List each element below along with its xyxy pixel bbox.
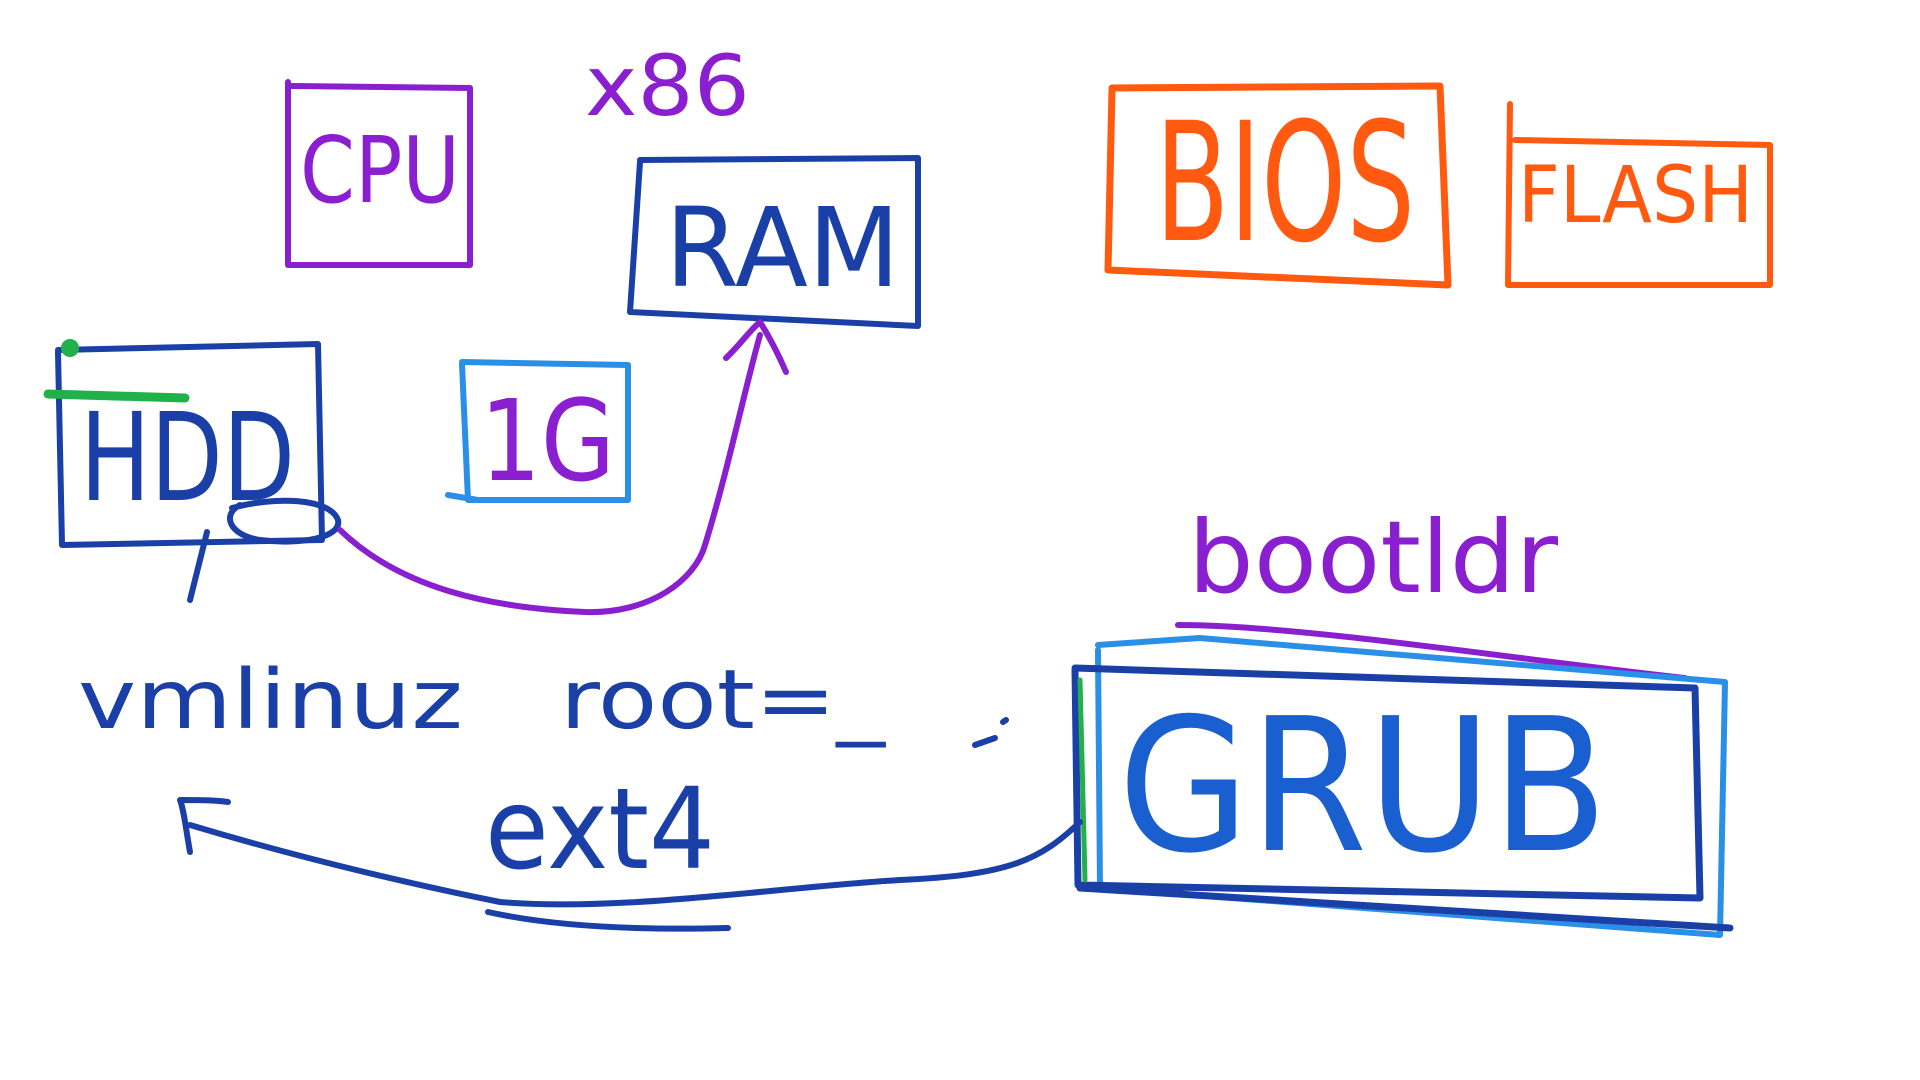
- grub-green-edge: [1077, 677, 1088, 883]
- flash-label: FLASH: [1518, 151, 1753, 241]
- ram-box: [627, 155, 921, 329]
- cpu-node: CPU: [285, 79, 473, 268]
- ellipsis-marks: [972, 717, 1009, 748]
- hdd-partition-blob: [227, 497, 342, 545]
- bios-box: [1104, 82, 1452, 289]
- hdd-node: HDD: [43, 339, 342, 603]
- flash-box: [1505, 101, 1773, 288]
- grub-node: GRUB: [1071, 635, 1734, 938]
- cpu-label: CPU: [300, 117, 460, 224]
- kernel-image-label: vmlinuz: [78, 653, 463, 748]
- filesystem-label: ext4: [485, 765, 715, 895]
- hdd-marker-dot: [61, 339, 79, 357]
- hdd-partition-tick: [187, 529, 210, 603]
- hdd-green-underline: [43, 389, 190, 403]
- grub-box-outer: [1095, 635, 1728, 938]
- kernel-load-arrow-tail: [485, 909, 731, 932]
- bios-label: BIOS: [1155, 87, 1415, 279]
- flash-node: FLASH: [1505, 101, 1773, 288]
- cpu-box: [285, 79, 473, 268]
- ram-node: RAM: [627, 155, 921, 329]
- kernel-load-arrow: [177, 797, 1083, 932]
- ram-label: RAM: [665, 184, 900, 312]
- load-arrow: [337, 319, 789, 616]
- grub-box-inner: [1071, 664, 1734, 932]
- kernel-load-arrow-head: [177, 797, 231, 855]
- architecture-label: x86: [585, 37, 750, 135]
- kernel-load-arrow-line: [187, 819, 1083, 908]
- bootloader-label: bootldr: [1188, 499, 1559, 616]
- bios-node: BIOS: [1104, 82, 1452, 289]
- hdd-label: HDD: [80, 387, 295, 529]
- memory-size-label: 1G: [480, 377, 615, 507]
- load-arrow-line: [337, 332, 763, 616]
- memory-size-box: [445, 359, 631, 503]
- memory-size-node: 1G: [445, 359, 631, 507]
- load-arrow-head: [723, 319, 789, 375]
- grub-label: GRUB: [1118, 678, 1608, 894]
- root-param-label: root=_: [560, 653, 886, 748]
